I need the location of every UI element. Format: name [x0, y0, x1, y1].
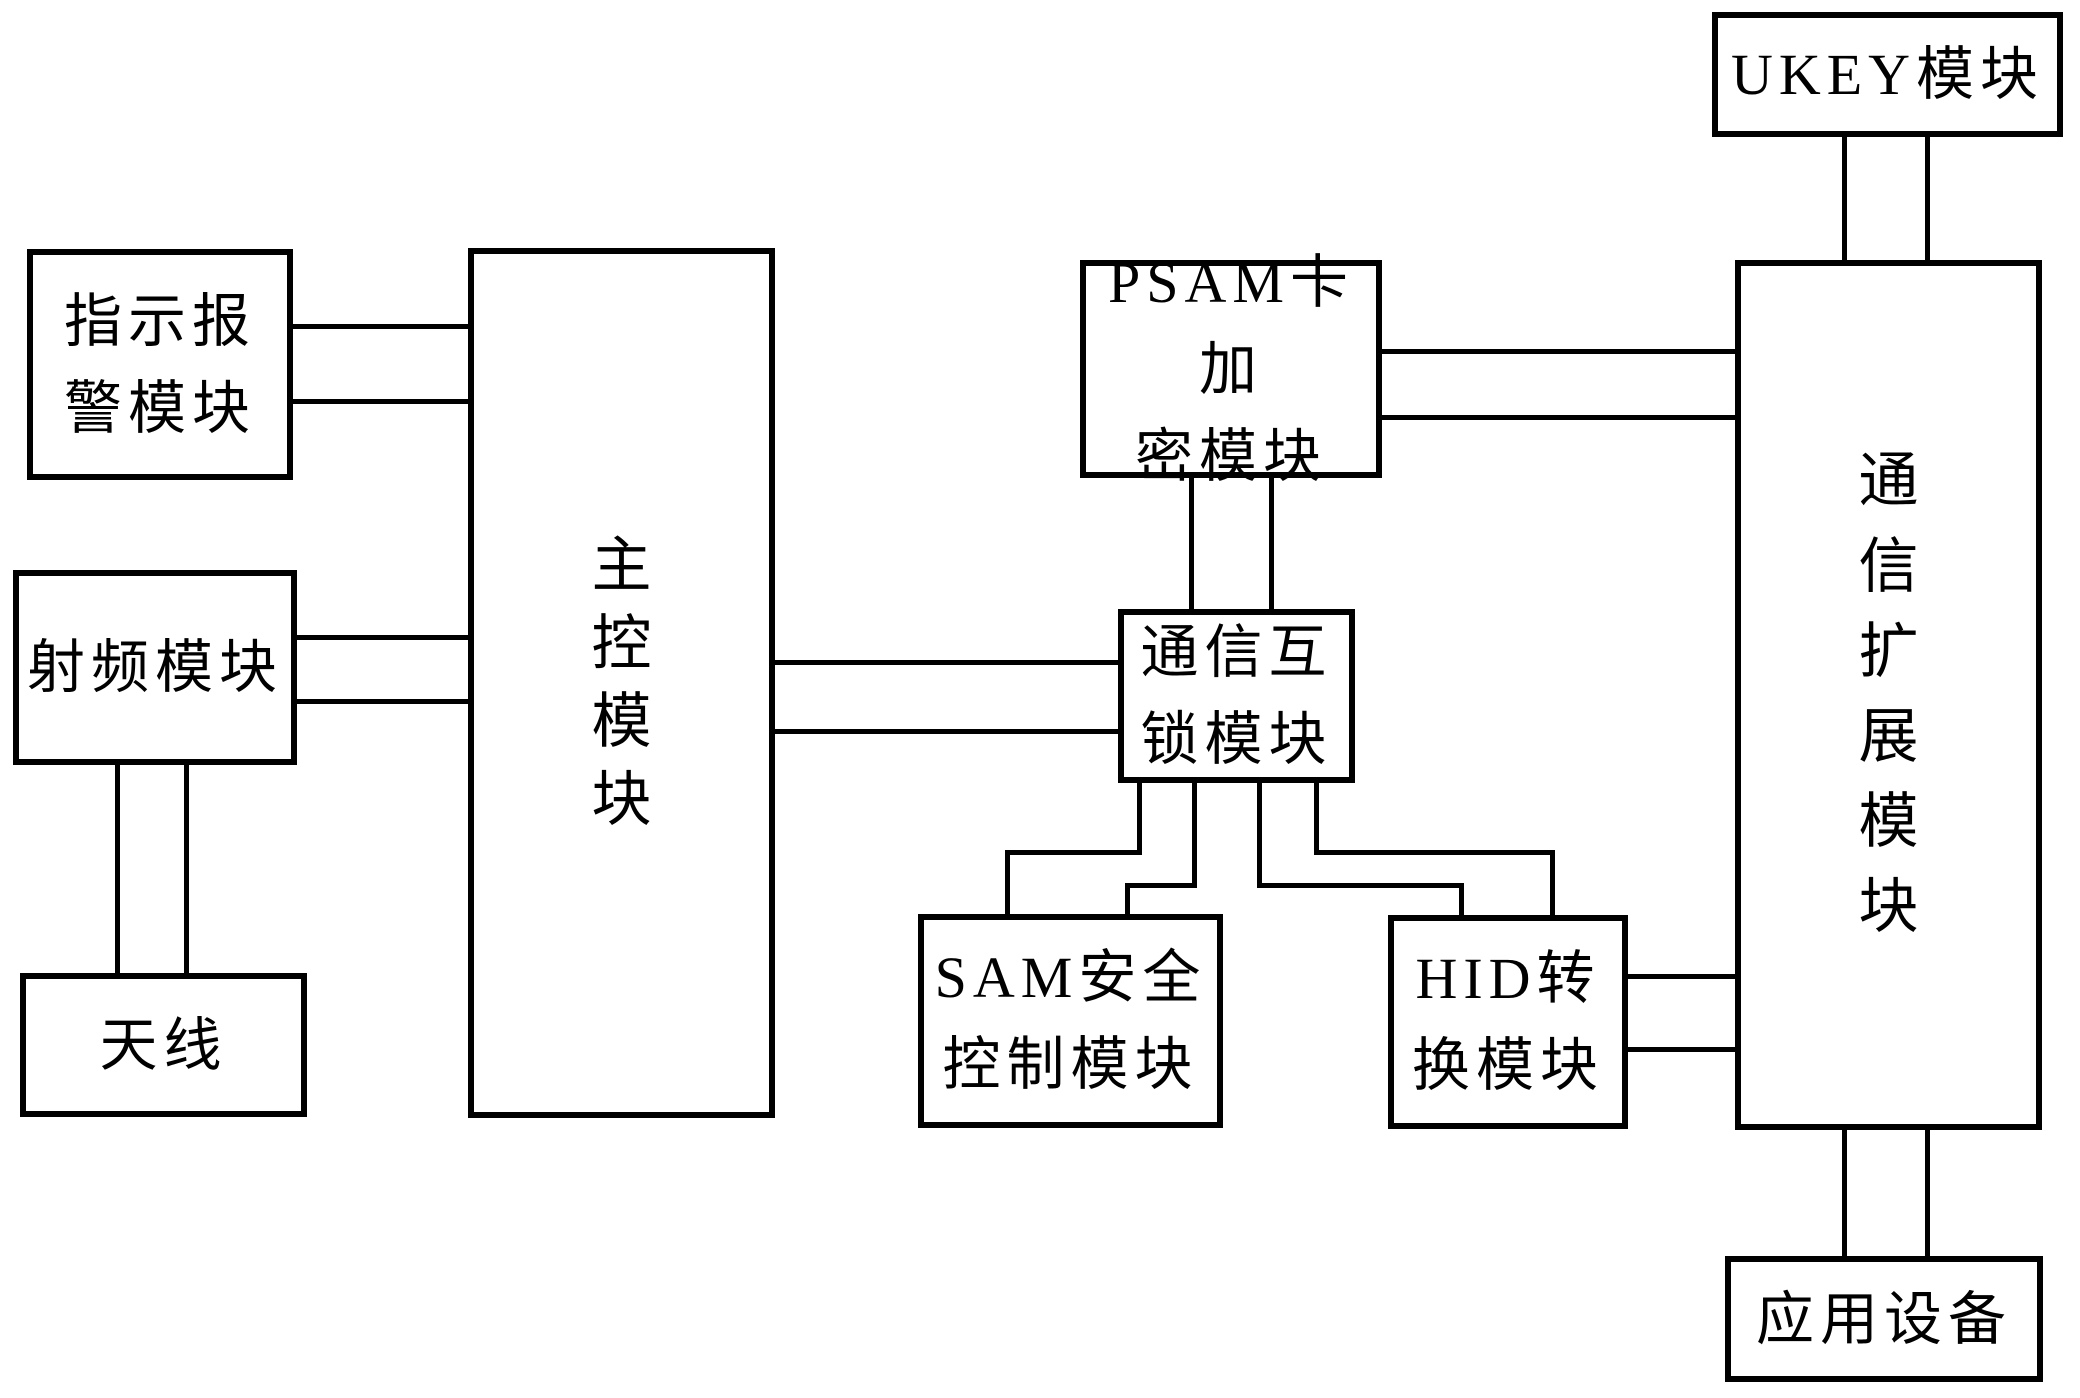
- connector-interlock-sam-line2-seg1: [1192, 783, 1197, 888]
- connector-interlock-hid-line1-seg3: [1459, 883, 1464, 915]
- connector-interlock-sam-line1-seg2: [1005, 850, 1142, 855]
- connector-interlock-hid-line1-seg2: [1257, 883, 1464, 888]
- connector-rf-main-line2: [297, 699, 468, 704]
- connector-psam-expansion-line1: [1382, 349, 1735, 354]
- connector-indicator-main-line2: [293, 399, 468, 404]
- connector-expansion-appdevice-line2: [1925, 1130, 1930, 1256]
- connector-interlock-hid-line1-seg1: [1257, 783, 1262, 888]
- main-control-module-label: 主 控 模 块: [592, 527, 652, 839]
- psam-encryption-module-label: PSAM卡加 密模块: [1086, 239, 1376, 500]
- box-hid-conversion-module: HID转 换模块: [1388, 915, 1628, 1129]
- box-antenna: 天线: [20, 973, 307, 1117]
- comm-expansion-module-label: 通 信 扩 展 模 块: [1859, 439, 1919, 950]
- box-comm-expansion-module: 通 信 扩 展 模 块: [1735, 260, 2042, 1130]
- connector-hid-expansion-line2: [1628, 1047, 1735, 1052]
- connector-hid-expansion-line1: [1628, 974, 1735, 979]
- box-rf-module: 射频模块: [13, 570, 297, 765]
- connector-ukey-expansion-line1: [1842, 137, 1847, 260]
- connector-rf-main-line1: [297, 635, 468, 640]
- connector-expansion-appdevice-line1: [1842, 1130, 1847, 1256]
- connector-rf-antenna-line1: [115, 765, 120, 973]
- indicator-alarm-module-label: 指示报 警模块: [64, 278, 256, 452]
- rf-module-label: 射频模块: [27, 624, 283, 711]
- connector-psam-expansion-line2: [1382, 415, 1735, 420]
- box-application-device: 应用设备: [1725, 1256, 2043, 1382]
- application-device-label: 应用设备: [1756, 1276, 2012, 1363]
- box-psam-encryption-module: PSAM卡加 密模块: [1080, 260, 1382, 478]
- connector-interlock-hid-line2-seg1: [1314, 783, 1319, 855]
- connector-interlock-sam-line2-seg2: [1125, 883, 1197, 888]
- hid-conversion-module-label: HID转 换模块: [1412, 935, 1604, 1109]
- connector-indicator-main-line1: [293, 324, 468, 329]
- box-indicator-alarm-module: 指示报 警模块: [27, 249, 293, 480]
- connector-interlock-sam-line2-seg3: [1125, 883, 1130, 914]
- connector-rf-antenna-line2: [184, 765, 189, 973]
- sam-security-control-module-label: SAM安全 控制模块: [935, 934, 1207, 1108]
- connector-main-interlock-line2: [775, 729, 1118, 734]
- connector-ukey-expansion-line2: [1925, 137, 1930, 260]
- connector-psam-interlock-line2: [1269, 478, 1274, 609]
- connector-interlock-hid-line2-seg2: [1314, 850, 1555, 855]
- box-comm-interlock-module: 通信互 锁模块: [1118, 609, 1355, 783]
- box-main-control-module: 主 控 模 块: [468, 248, 775, 1118]
- connector-interlock-hid-line2-seg3: [1550, 850, 1555, 915]
- comm-interlock-module-label: 通信互 锁模块: [1140, 609, 1332, 783]
- box-sam-security-control-module: SAM安全 控制模块: [918, 914, 1223, 1128]
- connector-main-interlock-line1: [775, 660, 1118, 665]
- connector-interlock-sam-line1-seg1: [1137, 783, 1142, 855]
- ukey-module-label: UKEY模块: [1731, 31, 2044, 118]
- connector-interlock-sam-line1-seg3: [1005, 850, 1010, 914]
- connector-psam-interlock-line1: [1189, 478, 1194, 609]
- antenna-label: 天线: [99, 1002, 227, 1089]
- box-ukey-module: UKEY模块: [1712, 12, 2063, 137]
